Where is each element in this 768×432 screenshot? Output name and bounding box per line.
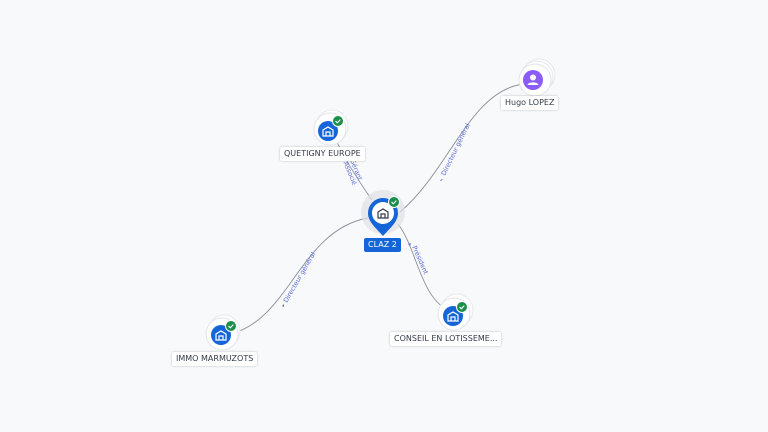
- arrow-icon: [408, 243, 411, 246]
- check-badge-icon: [225, 320, 237, 332]
- node-label-immo[interactable]: IMMO MARMUZOTS: [172, 352, 258, 366]
- check-badge-icon: [388, 196, 400, 208]
- node-conseil[interactable]: [437, 293, 474, 331]
- building-icon: [215, 330, 227, 341]
- edge-hugo-center: [399, 83, 525, 213]
- node-label-center[interactable]: CLAZ 2: [364, 238, 401, 252]
- node-center[interactable]: [361, 190, 405, 236]
- edge-immo-center: [229, 217, 369, 335]
- arrow-icon: [282, 304, 284, 307]
- building-icon: [377, 208, 389, 219]
- building-icon: [447, 311, 459, 322]
- check-badge-icon: [332, 115, 344, 127]
- check-badge-icon: [456, 301, 468, 313]
- edge-quetigny-center: [335, 139, 373, 201]
- node-label-quetigny[interactable]: QUETIGNY EUROPE: [280, 147, 365, 161]
- arrow-icon: [440, 179, 443, 181]
- node-hugo[interactable]: [518, 58, 556, 97]
- building-icon: [322, 126, 334, 137]
- node-quetigny[interactable]: [313, 109, 349, 146]
- node-label-conseil[interactable]: CONSEIL EN LOTISSEME...: [390, 332, 502, 346]
- person-icon: [527, 74, 539, 85]
- edge-label-immo-center: Directeur général: [282, 250, 318, 304]
- edge-label-hugo-center: Directeur général: [440, 122, 472, 177]
- node-label-hugo[interactable]: Hugo LOPEZ: [501, 96, 559, 110]
- edge-label-quetigny-center: Gérant Associé: [342, 158, 365, 186]
- node-immo[interactable]: [205, 314, 241, 351]
